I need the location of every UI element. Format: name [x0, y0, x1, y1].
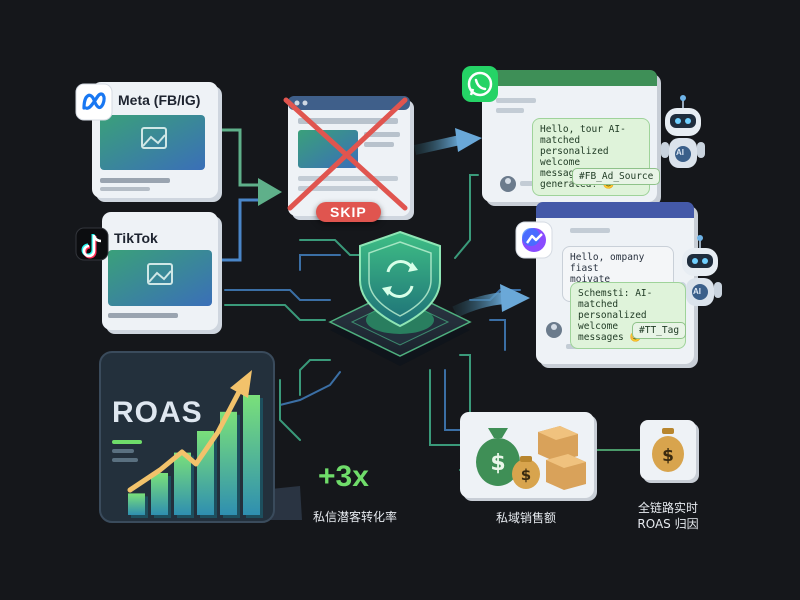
roas-bar [243, 395, 260, 515]
skipped-landing-page [283, 96, 414, 220]
tiktok-source-title: TikTok [114, 230, 158, 246]
tiktok-connector [222, 198, 258, 262]
meta-source-title: Meta (FB/IG) [118, 92, 201, 108]
roas-bar [151, 473, 168, 515]
whatsapp-logo-icon [462, 66, 498, 102]
meta-ad-card [92, 82, 222, 202]
shield-arrowhead-icon [500, 284, 530, 312]
money-bag-icon: $ [652, 428, 684, 472]
roas-bar [128, 493, 145, 515]
roas-title: ROAS [112, 396, 203, 429]
ai-badge: AI [693, 287, 701, 296]
sales-card: $ $ [460, 412, 597, 501]
svg-text:$: $ [662, 446, 674, 466]
attribution-card: $ [640, 420, 699, 483]
roas-trend-arrow [127, 387, 243, 493]
money-bag-icon: $ [476, 428, 520, 486]
ai-badge: AI [676, 148, 684, 157]
shield-arrow [452, 292, 506, 318]
messenger-logo-icon [515, 221, 553, 259]
attribution-caption: 全链路实时 ROAS 归因 [637, 501, 699, 531]
ai-robot-icon [678, 235, 722, 306]
whatsapp-source-tag: #FB_Ad_Source [572, 168, 661, 185]
roas-panel [99, 351, 302, 523]
roas-bar [174, 452, 191, 515]
skip-arrow [413, 135, 462, 155]
svg-text:$: $ [490, 451, 505, 476]
meta-connector [222, 128, 258, 187]
sales-caption: 私域销售额 [495, 511, 556, 525]
tiktok-logo-icon [75, 227, 109, 261]
roas-arrowhead-icon [230, 370, 252, 398]
shield-icon [359, 230, 441, 328]
conversion-multiplier: +3x [318, 460, 369, 493]
tiktok-ad-card [102, 212, 222, 334]
meta-logo-icon [75, 83, 113, 121]
messenger-source-tag: #TT_Tag [632, 322, 687, 339]
skip-arrowhead-icon [455, 128, 482, 152]
svg-text:$: $ [521, 466, 531, 484]
flow-arrowhead-icon [258, 178, 282, 206]
image-placeholder-icon [147, 263, 173, 285]
money-bag-icon: $ [512, 456, 540, 489]
parcel-box-icon [538, 426, 586, 490]
roas-bar [220, 411, 237, 515]
conversion-caption: 私信潜客转化率 [312, 510, 397, 524]
skip-badge: SKIP [316, 202, 381, 222]
image-placeholder-icon [141, 127, 167, 149]
ai-robot-icon [661, 95, 705, 168]
